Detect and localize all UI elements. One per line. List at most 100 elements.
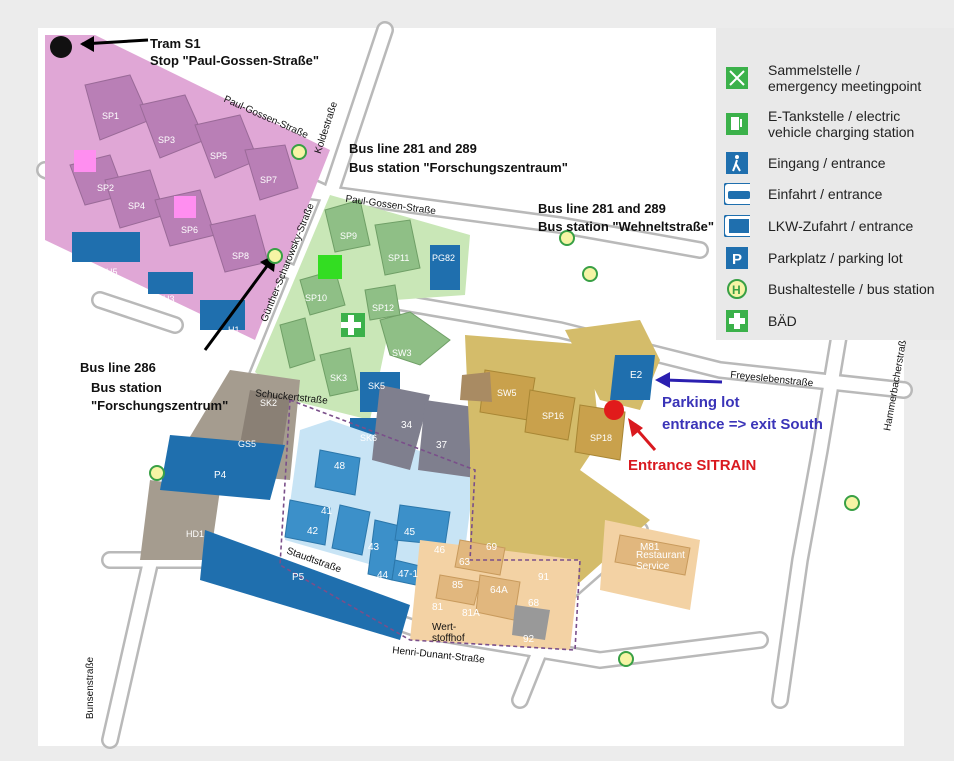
- building-65: 68: [528, 598, 540, 609]
- svg-text:H: H: [732, 283, 741, 297]
- legend-label: E-Tankstelle / electric vehicle charging…: [768, 108, 915, 140]
- legend-label: Einfahrt / entrance: [768, 186, 883, 202]
- building-42: 42: [307, 526, 319, 537]
- marker-pink-2: [174, 196, 196, 218]
- p4-parking: [160, 435, 285, 500]
- marker-pink-1: [74, 150, 96, 172]
- building-wertstoffhof: Wert- stoffhof: [432, 622, 465, 644]
- e2-parking: [610, 355, 655, 400]
- building-41: 41: [321, 506, 333, 517]
- legend-item-first-aid: BÄD: [724, 310, 797, 332]
- map-legend: Sammelstelle / emergency meetingpoint E-…: [716, 28, 954, 340]
- building-43: 43: [368, 542, 380, 553]
- building-sp4: SP4: [128, 201, 146, 211]
- h5-parking: [72, 232, 140, 262]
- meeting-point-icon: [724, 67, 750, 89]
- marker-green: [318, 255, 342, 279]
- building-sp9: SP9: [340, 231, 358, 241]
- building-sp11: SP11: [388, 253, 410, 263]
- parking-exit-label: entrance => exit South: [662, 416, 823, 433]
- b85-building: [512, 605, 550, 640]
- zone-gray-hd1: [140, 480, 220, 560]
- building-sp2: SP2: [97, 183, 115, 193]
- building-sp7: SP7: [260, 175, 278, 185]
- building-81-restaurant: Restaurant Service: [636, 550, 685, 572]
- building-92: 81A: [462, 608, 480, 619]
- building-sp1: SP1: [102, 111, 120, 121]
- legend-label: LKW-Zufahrt / entrance: [768, 218, 914, 234]
- legend-item-ev-charging: E-Tankstelle / electric vehicle charging…: [724, 108, 914, 140]
- building-sp16: SP16: [542, 411, 565, 421]
- building-47-1: 47-1: [398, 569, 419, 580]
- bus-stop-icons: [149, 144, 860, 667]
- building-85: 92: [523, 634, 535, 645]
- tram-stop-name: Stop "Paul-Gossen-Straße": [150, 53, 320, 68]
- tram-stop-marker: [50, 36, 72, 58]
- building-h1: H1: [228, 325, 240, 335]
- bus-286-station: Bus station: [91, 380, 162, 395]
- tram-title: Tram S1: [150, 36, 201, 51]
- building-e2: E2: [630, 370, 643, 381]
- truck-entrance-icon: [724, 215, 750, 237]
- building-62: 63: [459, 557, 471, 568]
- bus-281-289-a-station: Bus station "Forschungszentraum": [349, 160, 568, 175]
- building-sw3: SW3: [392, 348, 412, 358]
- first-aid-icon: [724, 310, 750, 332]
- site-boundary: [279, 398, 581, 651]
- bus-stop-icon: H: [724, 278, 750, 300]
- building-34: 34: [401, 420, 413, 431]
- bus-281-289-b-line: Bus line 281 and 289: [538, 201, 666, 216]
- building-sp6: SP6: [181, 225, 199, 235]
- building-sp10: SP10: [305, 293, 328, 303]
- building-68: 85: [452, 580, 464, 591]
- bus-286-line: Bus line 286: [80, 360, 156, 375]
- building-gs5: GS5: [238, 439, 257, 449]
- legend-label: Bushaltestelle / bus station: [768, 281, 935, 297]
- legend-item-bus-stop: H Bushaltestelle / bus station: [724, 278, 935, 300]
- street-bunsen: Bunsenstraße: [85, 656, 97, 720]
- pg82-parking: [430, 245, 460, 290]
- building-h5: H5: [106, 267, 118, 277]
- building-sk3: SK3: [330, 373, 348, 383]
- building-81: M81: [640, 542, 660, 553]
- building-37: 37: [436, 440, 448, 451]
- legend-item-pedestrian: Eingang / entrance: [724, 152, 886, 174]
- bus-281-289-a-line: Bus line 281 and 289: [349, 141, 477, 156]
- building-sp8: SP8: [232, 251, 250, 261]
- bus-281-289-b-station: Bus station "Wehneltstraße": [538, 219, 715, 234]
- sk2-building: [240, 390, 290, 450]
- building-pg82: PG82: [432, 253, 456, 263]
- building-sw5: SW5: [497, 388, 517, 398]
- building-64: 64A: [490, 585, 508, 596]
- ev-charging-icon: [724, 113, 750, 135]
- building-sk2: SK2: [260, 398, 278, 408]
- gold-buildings: [479, 369, 626, 461]
- legend-label: Sammelstelle / emergency meetingpoint: [768, 62, 922, 94]
- pink-buildings: [69, 74, 299, 273]
- legend-item-truck-entrance: LKW-Zufahrt / entrance: [724, 215, 913, 237]
- h3-parking: [148, 272, 193, 294]
- legend-label: BÄD: [768, 313, 797, 329]
- building-sp18: SP18: [590, 433, 613, 443]
- building-h3: H3: [163, 294, 175, 304]
- parking-lot-label: Parking lot: [662, 394, 740, 411]
- building-44: 44: [377, 570, 389, 581]
- legend-item-car-entrance: Einfahrt / entrance: [724, 183, 882, 205]
- building-p5: P5: [292, 572, 305, 583]
- building-p4: P4: [214, 470, 227, 481]
- entrance-sitrain-marker: [604, 400, 624, 420]
- building-sp3: SP3: [158, 135, 176, 145]
- building-46: 46: [434, 545, 446, 556]
- building-48: 48: [334, 461, 346, 472]
- legend-item-meeting-point: Sammelstelle / emergency meetingpoint: [724, 62, 921, 94]
- building-sk5: SK5: [368, 381, 386, 391]
- building-sk6: SK6: [360, 433, 378, 443]
- entrance-sitrain-label: Entrance SITRAIN: [628, 457, 757, 474]
- building-91: 81: [432, 602, 444, 613]
- green-buildings: [279, 199, 451, 397]
- building-66: 69: [486, 542, 498, 553]
- parking-icon: P: [724, 247, 750, 269]
- building-sp5: SP5: [210, 151, 228, 161]
- brown-block: [460, 372, 492, 402]
- building-69: 91: [538, 572, 550, 583]
